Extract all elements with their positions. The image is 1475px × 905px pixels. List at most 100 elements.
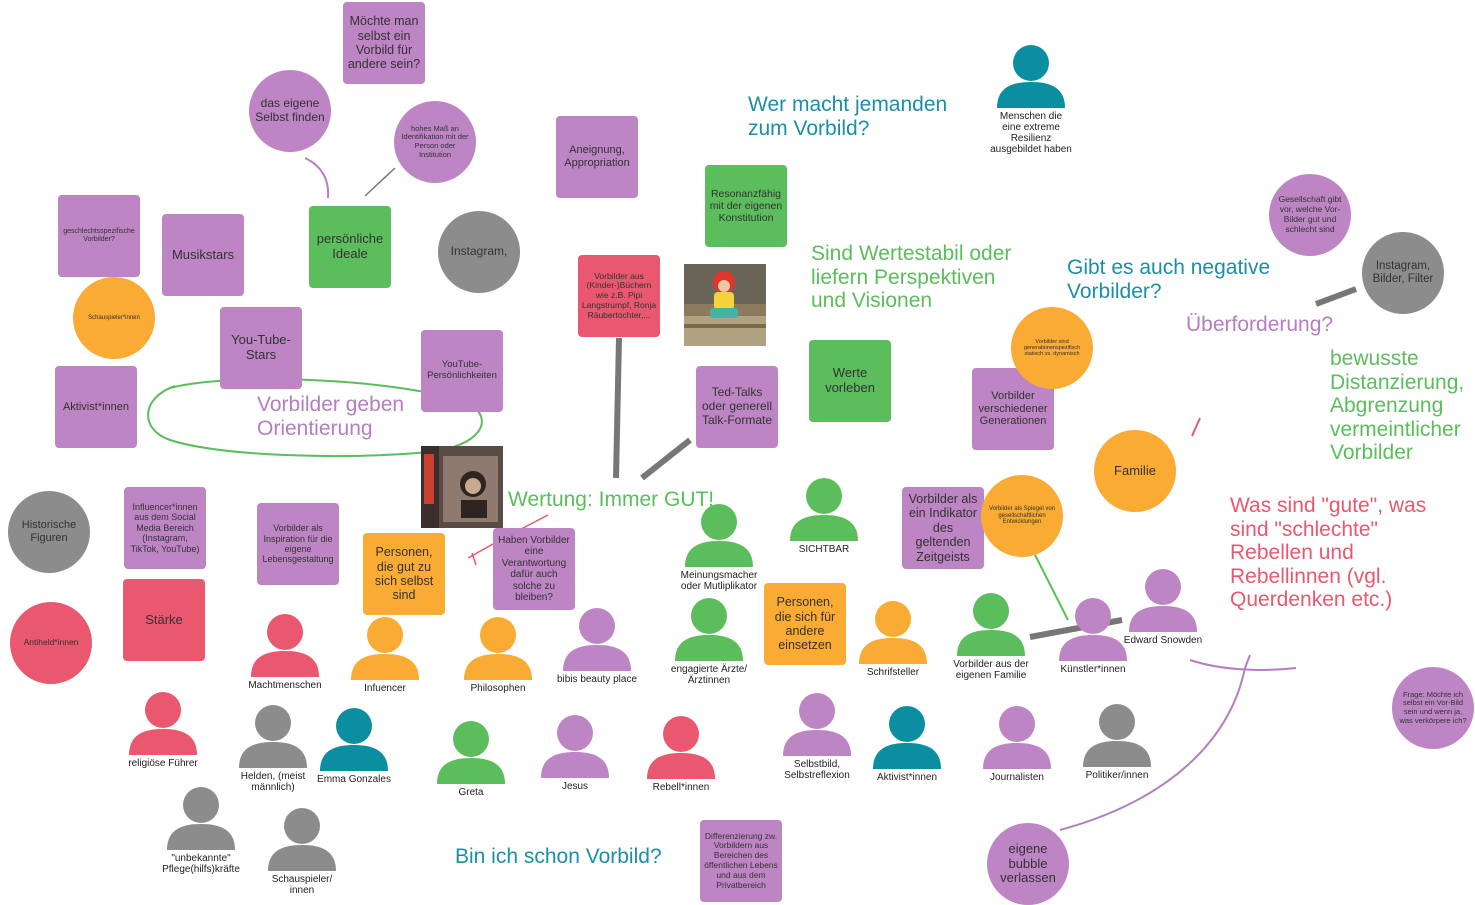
person-icon <box>675 598 743 661</box>
person-icon <box>167 787 235 850</box>
person-label: Schauspieler/ innen <box>271 874 333 896</box>
heading-negative-vorbilder: Gibt es auch negative Vorbilder? <box>1067 256 1282 303</box>
person-icon <box>541 715 609 778</box>
note-kinderbuecher[interactable]: Vorbilder aus (Kinder-)Büchern wie z.B. … <box>578 255 660 337</box>
circle-schauspielerinnen[interactable]: Schauspieler*innen <box>73 277 155 359</box>
person-label: Philosophen <box>470 683 526 694</box>
connector-identifikation-ideale <box>364 167 396 197</box>
question-moechte-vorbild[interactable]: Möchte man selbst ein Vorbild für andere… <box>343 2 425 84</box>
circle-spiegel[interactable]: Vorbilder als Spiegel von gesellschaftli… <box>981 475 1063 557</box>
note-verschiedene-generationen[interactable]: Vorbilder verschiedener Generationen <box>972 368 1054 450</box>
circle-familie[interactable]: Familie <box>1094 430 1176 512</box>
person-19[interactable]: Selbstbild, Selbstreflexion <box>776 692 858 781</box>
person-label: "unbekannte" Pflege(hilfs)kräfte <box>162 853 240 875</box>
note-werte-vorleben[interactable]: Werte vorleben <box>809 340 891 422</box>
person-head <box>480 617 516 653</box>
person-18[interactable]: Rebell*innen <box>640 715 722 793</box>
person-label: Schrifsteller <box>866 667 920 678</box>
photo-book-image <box>421 446 503 528</box>
circle-identifikation[interactable]: hohes Maß an Identifikation mit der Pers… <box>394 101 476 183</box>
note-geschlechtsspezifisch[interactable]: geschlechtsspezifische Vorbilder? <box>58 195 140 277</box>
person-icon <box>320 708 388 771</box>
note-personen-einsetzen[interactable]: Personen, die sich für andere einsetzen <box>764 583 846 665</box>
person-body <box>268 845 336 871</box>
person-icon <box>1059 598 1127 661</box>
note-differenzierung[interactable]: Differenzierung zw. Vorbildern aus Berei… <box>700 820 782 902</box>
circle-instagram-bilder-filter[interactable]: Instagram, Bilder, Filter <box>1362 232 1444 314</box>
person-body <box>320 745 388 771</box>
person-head <box>1099 704 1135 740</box>
circle-historische-figuren[interactable]: Historische Figuren <box>8 491 90 573</box>
photo-pippi-child <box>684 264 766 346</box>
person-icon <box>268 808 336 871</box>
person-22[interactable]: Politiker/innen <box>1076 703 1158 781</box>
person-16[interactable]: Greta <box>430 720 512 798</box>
circle-eigene-bubble[interactable]: eigene bubble verlassen <box>987 823 1069 905</box>
person-12[interactable]: Edward Snowden <box>1122 568 1204 646</box>
person-23[interactable]: "unbekannte" Pflege(hilfs)kräfte <box>151 786 251 875</box>
note-aneignung[interactable]: Aneignung, Appropriation <box>556 116 638 198</box>
connector-selbst-ideale <box>304 157 330 199</box>
person-11[interactable]: Künstler*innen <box>1052 597 1134 675</box>
person-17[interactable]: Jesus <box>534 714 616 792</box>
person-20[interactable]: Aktivist*innen <box>866 705 948 783</box>
person-head <box>875 601 911 637</box>
person-label: Aktivist*innen <box>876 772 938 783</box>
person-14[interactable]: Helden, (meist männlich) <box>232 704 314 793</box>
person-13[interactable]: religiöse Führer <box>122 691 204 769</box>
person-5[interactable]: Infuencer <box>344 616 426 694</box>
heading-ueberforderung: Überforderung? <box>1186 313 1334 336</box>
person-head <box>267 614 303 650</box>
note-verantwortung[interactable]: Haben Vorbilder eine Verantwortung dafür… <box>493 528 575 610</box>
note-staerke[interactable]: Stärke <box>123 579 205 661</box>
person-2[interactable]: SICHTBAR <box>783 477 865 555</box>
person-9[interactable]: Schrifsteller <box>852 600 934 678</box>
person-10[interactable]: Vorbilder aus der eigenen Familie <box>950 592 1032 681</box>
note-inspiration[interactable]: Vorbilder als Inspiration für die eigene… <box>257 503 339 585</box>
circle-generationenspezifisch[interactable]: Vorbilder sind generationenspezifisch st… <box>1011 307 1093 389</box>
person-label: Edward Snowden <box>1123 635 1203 646</box>
person-icon <box>251 614 319 677</box>
person-icon <box>783 693 851 756</box>
person-7[interactable]: bibis beauty place <box>556 607 638 685</box>
person-4[interactable]: Machtmenschen <box>244 613 326 691</box>
person-head <box>367 617 403 653</box>
person-label: Politiker/innen <box>1085 770 1149 781</box>
person-head <box>1075 598 1111 634</box>
note-influencerinnen[interactable]: Influencer*innen aus dem Social Media Be… <box>124 487 206 569</box>
person-3[interactable]: Meinungsmacher oder Mutliplikator <box>678 503 760 592</box>
circle-gesellschaft[interactable]: Gesellschaft gibt vor, welche Vor-Bilder… <box>1269 174 1351 256</box>
person-label: Helden, (meist männlich) <box>240 771 306 793</box>
note-aktivistinnen[interactable]: Aktivist*innen <box>55 366 137 448</box>
note-youtube-stars[interactable]: You-Tube-Stars <box>220 307 302 389</box>
note-youtube-persoenlichkeiten[interactable]: YouTube-Persönlichkeiten <box>421 330 503 412</box>
circle-instagram[interactable]: Instagram, <box>438 211 520 293</box>
person-21[interactable]: Journalisten <box>976 705 1058 783</box>
circle-eigene-selbst[interactable]: das eigene Selbst finden <box>249 70 331 152</box>
note-musikstars[interactable]: Musikstars <box>162 214 244 296</box>
circle-antiheldinnen[interactable]: Antiheld*innen <box>10 602 92 684</box>
person-15[interactable]: Emma Gonzales <box>313 707 395 785</box>
person-body <box>239 742 307 768</box>
person-1[interactable]: Menschen die eine extreme Resilienz ausg… <box>990 44 1072 155</box>
note-resonanzfaehig[interactable]: Resonanzfähig mit der eigenen Konstituti… <box>705 165 787 247</box>
note-persoenliche-ideale[interactable]: persönliche Ideale <box>309 206 391 288</box>
person-icon <box>563 608 631 671</box>
person-label: Rebell*innen <box>652 782 710 793</box>
person-24[interactable]: Schauspieler/ innen <box>261 807 343 896</box>
person-icon <box>983 706 1051 769</box>
person-6[interactable]: Philosophen <box>457 616 539 694</box>
circle-frage-selbst-vorbild[interactable]: Frage: Möchte ich selbst ein Vor-Bild se… <box>1392 667 1474 749</box>
person-8[interactable]: engagierte Ärzte/Ärztinnen <box>668 597 750 686</box>
heading-negative-text: Gibt es auch negative Vorbilder? <box>1067 256 1271 303</box>
person-icon <box>647 716 715 779</box>
person-icon <box>790 478 858 541</box>
person-label: SICHTBAR <box>798 544 850 555</box>
person-label: bibis beauty place <box>556 674 638 685</box>
note-indikator-zeitgeist[interactable]: Vorbilder als ein Indikator des geltende… <box>902 487 984 569</box>
note-ted-talks[interactable]: Ted-Talks oder generell Talk-Formate <box>696 366 778 448</box>
person-head <box>691 598 727 634</box>
note-personen-gut-zu-sich[interactable]: Personen, die gut zu sich selbst sind <box>363 533 445 615</box>
person-icon <box>351 617 419 680</box>
person-icon <box>1083 704 1151 767</box>
